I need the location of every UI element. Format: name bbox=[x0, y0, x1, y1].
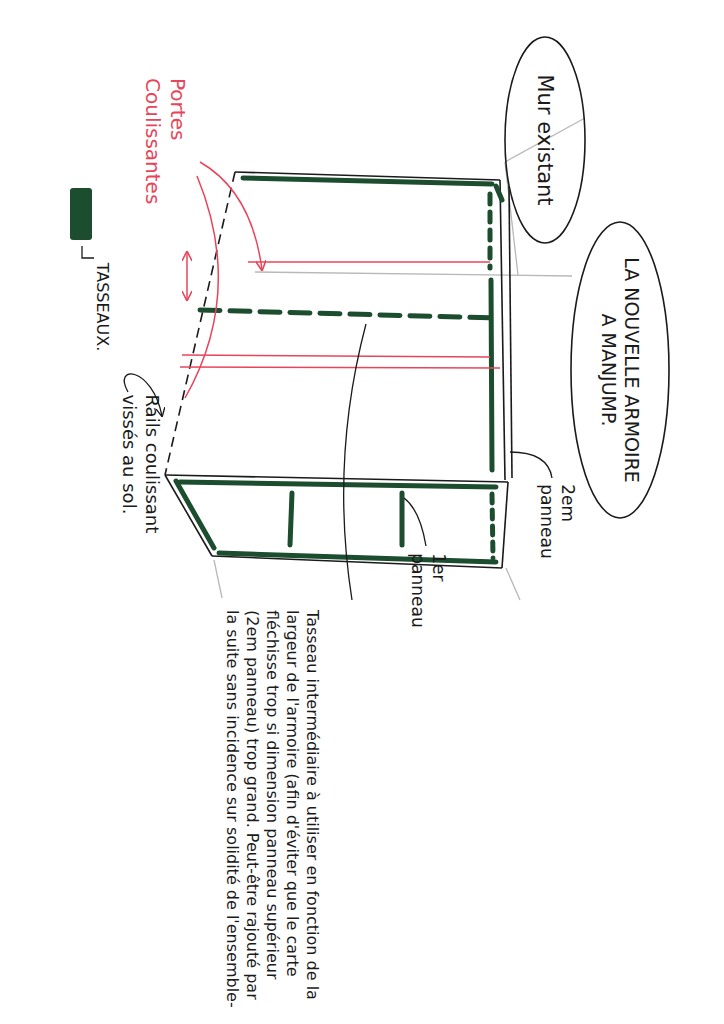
wardrobe-outline bbox=[165, 172, 512, 568]
wall-lines bbox=[214, 118, 585, 600]
ellipse-note: LA NOUVELLE ARMOIRE A MANJUMP. bbox=[569, 220, 671, 520]
ellipse-note: Mur existant bbox=[503, 35, 587, 245]
leader-lines bbox=[82, 246, 552, 600]
ellipse-text: Mur existant bbox=[532, 65, 557, 215]
rails-note: Rails coulissant vissés au sol. bbox=[118, 394, 163, 566]
ellipse-text: LA NOUVELLE ARMOIRE A MANJUMP. bbox=[597, 254, 643, 486]
doors-note: Portes Coulissantes bbox=[140, 78, 190, 202]
batten-lines bbox=[176, 178, 502, 562]
batten-note: Tasseau intermédiaire à utiliser en fonc… bbox=[222, 610, 322, 1010]
part-name: 1er panneau bbox=[407, 553, 450, 657]
part-name: 2em panneau bbox=[536, 484, 579, 596]
sliding-doors bbox=[180, 162, 500, 398]
legend-swatch bbox=[70, 188, 92, 240]
legend-text: TASSEAUX. bbox=[92, 262, 112, 351]
